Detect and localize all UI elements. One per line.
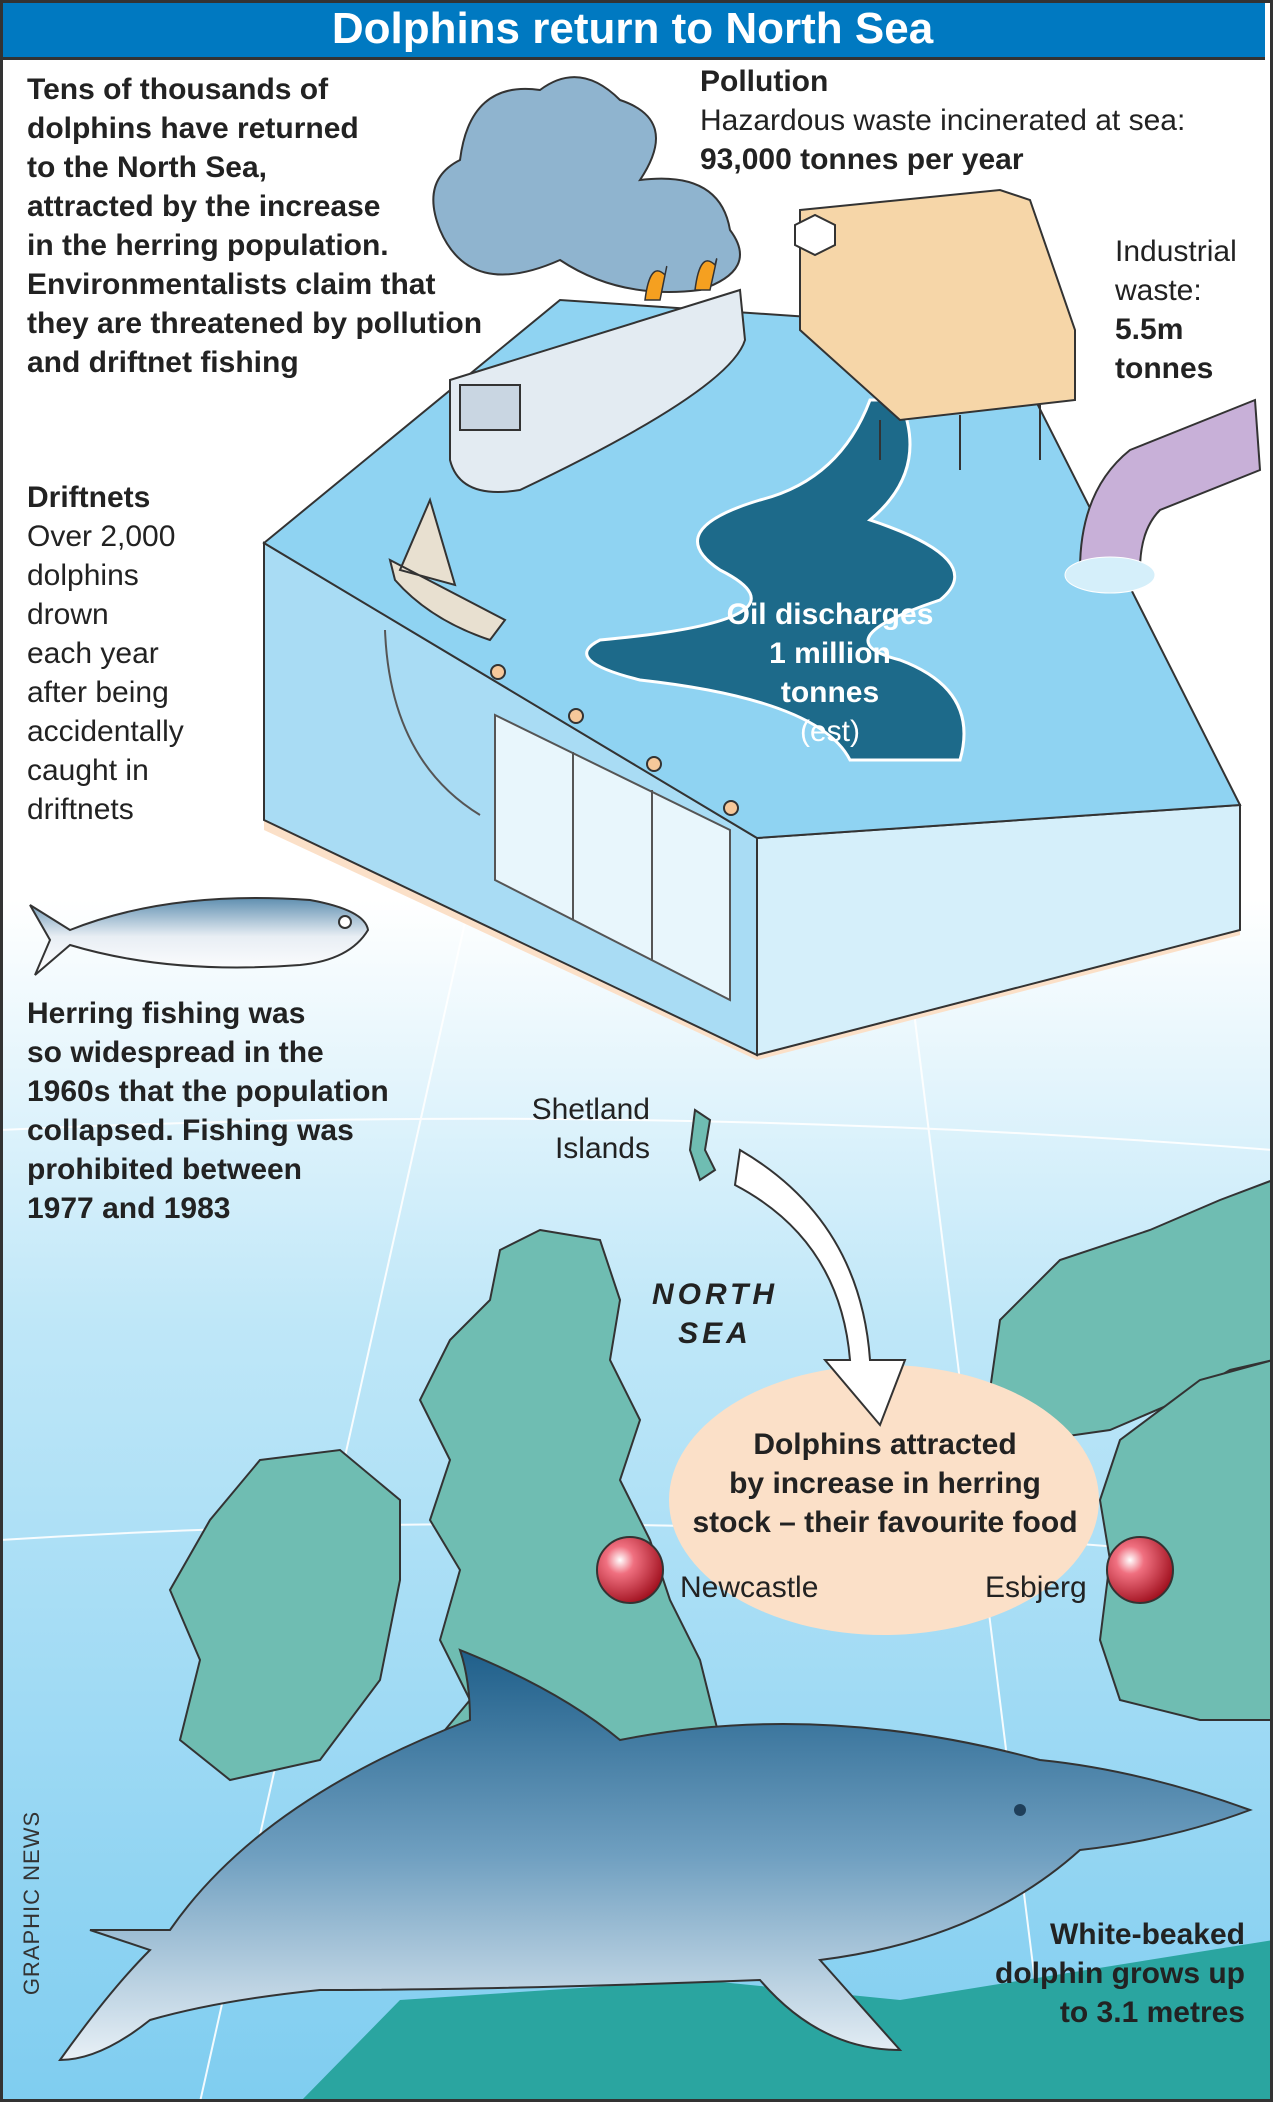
herring-line: prohibited between xyxy=(27,1153,303,1186)
driftnets-line: dolphins xyxy=(27,559,139,592)
intro-line: to the North Sea, xyxy=(27,151,268,184)
driftnets-line: drown xyxy=(27,598,109,631)
smoke-clouds xyxy=(432,76,741,293)
intro-line: Tens of thousands of xyxy=(27,73,329,106)
fishing-boat xyxy=(388,497,507,642)
intro-line: in the herring population. xyxy=(27,229,389,262)
attracted-line: Dolphins attracted xyxy=(753,1428,1017,1461)
industrial-line: waste: xyxy=(1115,274,1202,307)
herring-area xyxy=(669,1365,1099,1635)
driftnet xyxy=(384,629,731,1002)
shetland-line: Islands xyxy=(554,1132,650,1165)
driftnets-line: each year xyxy=(27,637,159,670)
intro-line: Environmentalists claim that xyxy=(27,268,436,301)
shetland-line: Shetland xyxy=(531,1093,650,1126)
newcastle-marker xyxy=(596,1536,664,1604)
herring-line: collapsed. Fishing was xyxy=(27,1114,354,1147)
seabed xyxy=(300,1940,1273,2102)
intro-line: and driftnet fishing xyxy=(27,346,299,379)
page-title: Dolphins return to North Sea xyxy=(0,0,1265,60)
herring-fish-illustration xyxy=(29,897,370,976)
pollution-text: Hazardous waste incinerated at sea: xyxy=(700,104,1186,137)
herring-text: Herring fishing was so widespread in the… xyxy=(27,994,389,1228)
pollution-heading: Pollution xyxy=(700,65,829,98)
dolphins-attracted-label: Dolphins attracted by increase in herrin… xyxy=(650,1425,1120,1542)
tanker-ship xyxy=(449,288,747,493)
driftnets-line: after being xyxy=(27,676,169,709)
sea-line: NORTH xyxy=(651,1278,779,1311)
denmark-land xyxy=(1098,1358,1273,1721)
intro-line: dolphins have returned xyxy=(27,112,359,145)
industrial-value: 5.5m xyxy=(1115,313,1184,346)
oil-rig xyxy=(799,188,1076,422)
herring-line: so widespread in the xyxy=(27,1036,324,1069)
intro-line: attracted by the increase xyxy=(27,190,381,223)
dolphin-illustration xyxy=(58,1648,1253,2062)
caption-line: White-beaked xyxy=(1049,1918,1245,1951)
caption-line: dolphin grows up xyxy=(995,1957,1245,1990)
esbjerg-marker xyxy=(1106,1536,1174,1604)
migration-arrow xyxy=(733,1148,907,1427)
oil-line: Oil discharges xyxy=(726,598,934,631)
dolphin-caption: White-beaked dolphin grows up to 3.1 met… xyxy=(995,1915,1245,2032)
industrial-value: tonnes xyxy=(1115,352,1214,385)
sea-line: SEA xyxy=(678,1317,752,1350)
oil-discharges-label: Oil discharges 1 million tonnes (est) xyxy=(680,595,980,751)
driftnets-line: caught in xyxy=(27,754,149,787)
waste-pipe xyxy=(1078,398,1262,571)
driftnets-label: Driftnets Over 2,000 dolphins drown each… xyxy=(27,478,184,829)
industrial-waste-label: Industrial waste: 5.5m tonnes xyxy=(1115,232,1237,388)
esbjerg-label: Esbjerg xyxy=(985,1571,1087,1604)
oil-slick xyxy=(585,398,966,762)
industrial-line: Industrial xyxy=(1115,235,1237,268)
caption-line: to 3.1 metres xyxy=(1059,1996,1245,2029)
pollution-label: Pollution Hazardous waste incinerated at… xyxy=(700,62,1185,179)
newcastle-label: Newcastle xyxy=(680,1571,819,1604)
attracted-line: stock – their favourite food xyxy=(692,1506,1078,1539)
dolphin-eye xyxy=(1014,1804,1026,1816)
pipe-splash xyxy=(1064,556,1156,594)
oil-line: tonnes xyxy=(780,676,880,709)
net-floats xyxy=(490,664,739,816)
north-sea-label: NORTH SEA xyxy=(640,1275,790,1353)
attracted-line: by increase in herring xyxy=(729,1467,1041,1500)
oil-note: (est) xyxy=(800,715,860,748)
intro-line: they are threatened by pollution xyxy=(27,307,483,340)
herring-line: Herring fishing was xyxy=(27,997,306,1030)
credit-label: GRAPHIC NEWS xyxy=(19,1810,45,1996)
oil-line: 1 million xyxy=(769,637,891,670)
rig-helipad xyxy=(794,213,836,257)
flare-flames xyxy=(644,258,718,301)
driftnets-line: accidentally xyxy=(27,715,184,748)
pollution-value: 93,000 tonnes per year xyxy=(700,143,1024,176)
driftnets-heading: Driftnets xyxy=(27,481,151,514)
rig-legs xyxy=(879,405,1041,470)
driftnets-line: Over 2,000 xyxy=(27,520,176,553)
fish-eye xyxy=(338,915,352,929)
herring-line: 1960s that the population xyxy=(27,1075,389,1108)
shetland-label: Shetland Islands xyxy=(516,1090,650,1168)
shetland-islands xyxy=(688,1108,717,1182)
ship-bridge xyxy=(459,384,521,431)
herring-line: 1977 and 1983 xyxy=(27,1192,231,1225)
ireland-land xyxy=(168,1448,401,1782)
intro-text: Tens of thousands of dolphins have retur… xyxy=(27,70,482,382)
driftnets-line: driftnets xyxy=(27,793,134,826)
